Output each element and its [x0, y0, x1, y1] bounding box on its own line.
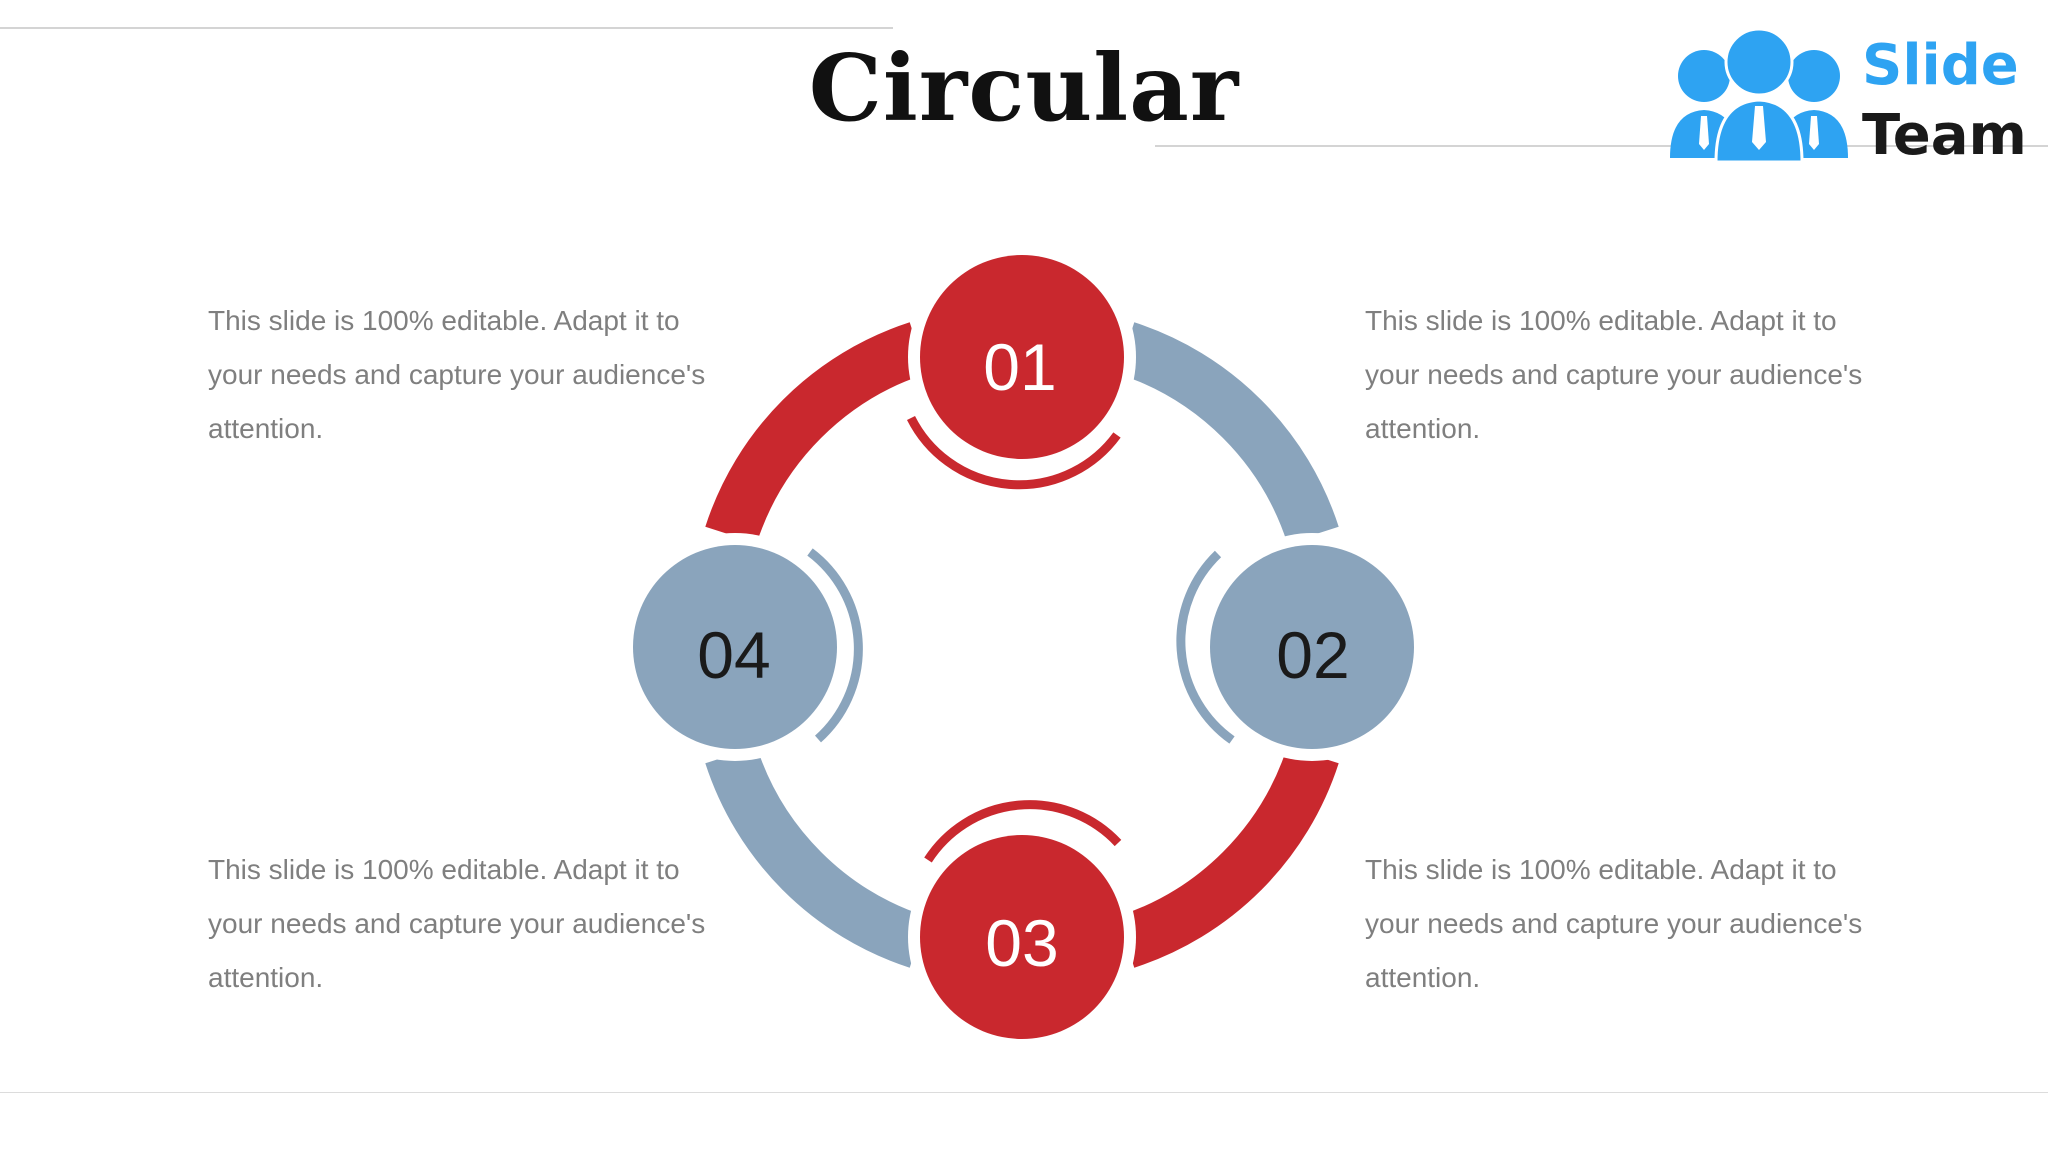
arc-2-to-3 — [1117, 746, 1339, 968]
arc-1-to-2 — [1117, 322, 1339, 544]
step-number-02: 02 — [1276, 618, 1349, 692]
node-1 — [920, 255, 1124, 459]
step-number-04: 04 — [697, 618, 770, 692]
slideteam-logo: Slide Team — [1664, 26, 2027, 168]
description-bottom-left: This slide is 100% editable. Adapt it to… — [208, 854, 706, 993]
node-3-accent — [924, 800, 1122, 863]
arc-4-to-1 — [705, 322, 927, 544]
node-2 — [1210, 545, 1414, 749]
step-number-01: 01 — [983, 330, 1056, 404]
node-1-accent — [906, 415, 1121, 490]
top-left-divider — [0, 27, 893, 29]
top-right-divider — [1155, 145, 2048, 147]
description-bottom-right: This slide is 100% editable. Adapt it to… — [1365, 854, 1863, 993]
logo-text-slide: Slide — [1862, 33, 2019, 98]
node-4 — [633, 545, 837, 749]
node-3 — [920, 835, 1124, 1039]
step-number-03: 03 — [985, 906, 1058, 980]
description-top-right: This slide is 100% editable. Adapt it to… — [1365, 305, 1863, 444]
slide-title: Circular — [808, 34, 1240, 142]
node-2-accent — [1176, 550, 1235, 744]
node-4-accent — [807, 548, 863, 743]
bottom-divider — [0, 1092, 2048, 1093]
description-top-left: This slide is 100% editable. Adapt it to… — [208, 305, 706, 444]
arc-3-to-4 — [705, 746, 927, 968]
three-people-icon — [1670, 27, 1848, 164]
logo-text-team: Team — [1862, 103, 2027, 168]
